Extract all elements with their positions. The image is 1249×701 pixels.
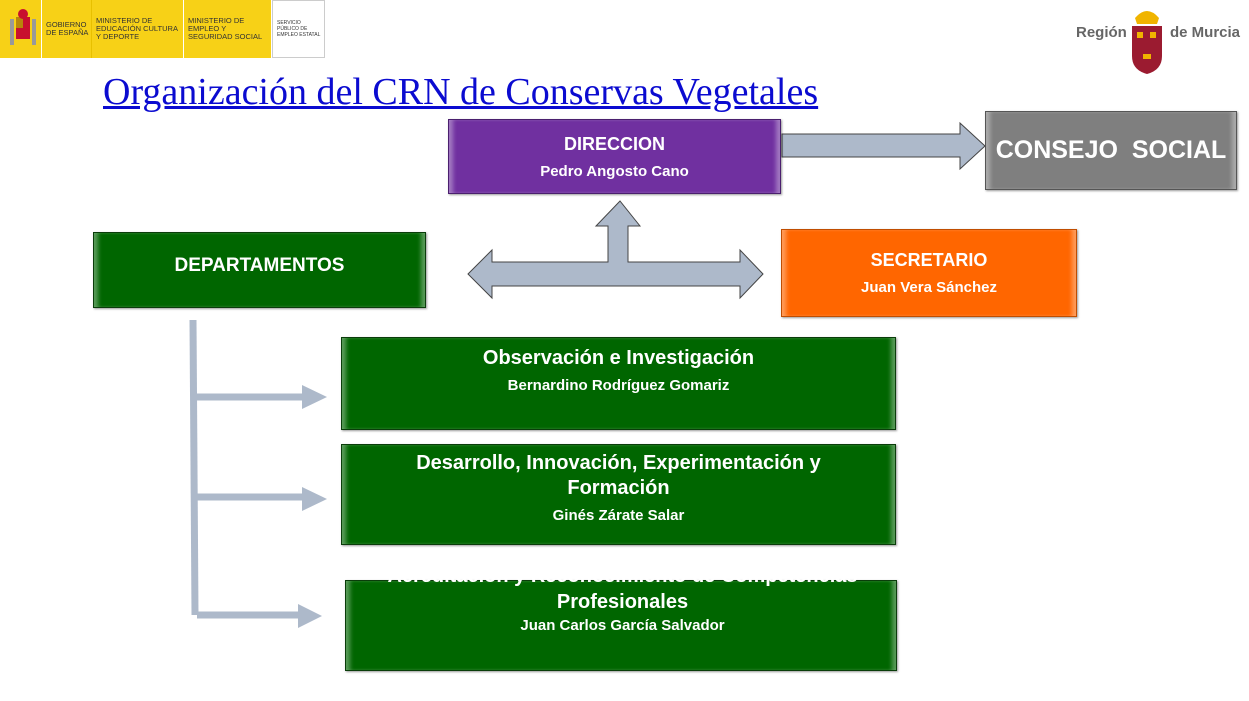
logo-ministerio-educacion: MINISTERIO DE EDUCACIÓN CULTURA Y DEPORT… bbox=[92, 0, 184, 58]
region-text-right: de Murcia bbox=[1170, 24, 1241, 41]
departamentos-box: DEPARTAMENTOS bbox=[93, 232, 426, 308]
department-bracket bbox=[189, 319, 305, 619]
arrow-to-consejo bbox=[781, 121, 986, 171]
logo-ministerio-empleo: MINISTERIO DE EMPLEO Y SEGURIDAD SOCIAL bbox=[184, 0, 272, 58]
direccion-name: Pedro Angosto Cano bbox=[540, 162, 689, 180]
departamentos-label: DEPARTAMENTOS bbox=[174, 255, 345, 276]
three-way-arrow bbox=[467, 200, 764, 300]
page-title: Organización del CRN de Conservas Vegeta… bbox=[103, 71, 819, 113]
department-box-desarrollo: Desarrollo, Innovación, Experimentación … bbox=[341, 444, 896, 545]
secretario-box: SECRETARIO Juan Vera Sánchez bbox=[781, 229, 1077, 317]
coat-of-arms-icon bbox=[0, 0, 42, 58]
department-head: Juan Carlos García Salvador bbox=[520, 617, 725, 634]
department-label: Desarrollo, Innovación, Experimentación … bbox=[416, 452, 821, 499]
department-box-acreditacion-text: Acreditación y Reconocimiento de Compete… bbox=[330, 563, 915, 634]
government-logos: GOBIERNO DE ESPAÑA MINISTERIO DE EDUCACI… bbox=[0, 0, 325, 58]
direccion-box: DIRECCION Pedro Angosto Cano bbox=[448, 119, 781, 194]
department-label: Acreditación y Reconocimiento de Compete… bbox=[387, 565, 858, 613]
murcia-shield-icon bbox=[1130, 4, 1164, 79]
secretario-label: SECRETARIO bbox=[870, 250, 988, 270]
department-box-observacion: Observación e Investigación Bernardino R… bbox=[341, 337, 896, 430]
secretario-name: Juan Vera Sánchez bbox=[861, 279, 997, 296]
consejo-label: CONSEJO SOCIAL bbox=[995, 136, 1227, 164]
department-label: Observación e Investigación bbox=[482, 347, 755, 369]
department-head: Ginés Zárate Salar bbox=[552, 507, 685, 524]
consejo-social-box: CONSEJO SOCIAL bbox=[985, 111, 1237, 190]
direccion-label: DIRECCION bbox=[563, 133, 665, 154]
region-text-left: Región bbox=[1076, 24, 1127, 41]
logo-sepe: SERVICIO PÚBLICO DE EMPLEO ESTATAL bbox=[272, 0, 325, 58]
department-box-acreditacion bbox=[345, 580, 897, 671]
logo-gobierno: GOBIERNO DE ESPAÑA bbox=[42, 0, 92, 58]
department-head: Bernardino Rodríguez Gomariz bbox=[507, 377, 730, 394]
